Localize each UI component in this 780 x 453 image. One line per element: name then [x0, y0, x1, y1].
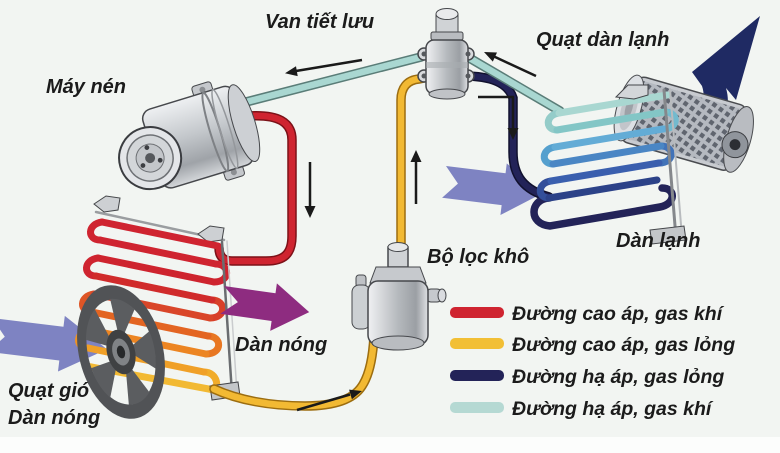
- legend-label-low-gas: Đường hạ áp, gas khí: [512, 398, 714, 420]
- evaporator-coil: [530, 84, 687, 245]
- fan-blade: [85, 309, 110, 346]
- pipe-high-liquid-condenser-to-drier: [210, 332, 378, 410]
- pulley-bolt: [140, 163, 146, 168]
- compressor-ridge: [211, 88, 239, 169]
- condenser-bracket: [93, 195, 121, 213]
- condenser-tube: [92, 272, 216, 304]
- condenser-end-plate: [220, 240, 234, 396]
- condenser-tube: [98, 218, 222, 250]
- fan-blade: [91, 361, 116, 398]
- fan-blade: [126, 368, 150, 405]
- drier-neck-top: [387, 242, 409, 252]
- label-evaporator-fan: Quạt dàn lạnh: [536, 29, 669, 51]
- flow-arrow-elbow-low-liquid: [478, 95, 515, 128]
- drier-body: [367, 280, 429, 346]
- legend-swatch-low-gas: [450, 402, 504, 413]
- condenser-end-plate-highlight: [226, 240, 238, 394]
- label-evaporator: Dàn lạnh: [616, 230, 700, 252]
- expansion-valve: [417, 8, 475, 100]
- condenser-tube: [94, 254, 218, 286]
- legend-label-high-gas: Đường cao áp, gas khí: [512, 303, 725, 325]
- pulley-bolt: [144, 145, 150, 150]
- flow-arrowhead: [285, 66, 298, 77]
- legend-swatch-low-liquid: [450, 370, 504, 381]
- condenser-air-in-arrow: [0, 315, 108, 372]
- flow-arrowhead: [410, 150, 422, 162]
- flow-arrowhead: [349, 389, 362, 400]
- condenser-air-out-arrow-shape: [220, 283, 310, 331]
- legend-label-low-liquid: Đường hạ áp, gas lỏng: [512, 366, 724, 388]
- valve-cap: [435, 8, 459, 20]
- evaporator-tube: [555, 91, 671, 117]
- label-compressor: Máy nén: [46, 76, 126, 98]
- drier-bottom: [371, 335, 425, 351]
- flow-arrowhead: [304, 206, 316, 218]
- label-condenser-fan-2: Dàn nóng: [8, 407, 100, 429]
- compressor-bracket-hole: [230, 169, 237, 176]
- fan-blade: [132, 331, 156, 369]
- flow-arrows: [285, 52, 537, 412]
- fan-blade: [110, 298, 135, 334]
- fan-blades: [85, 298, 156, 405]
- label-expansion-valve: Van tiết lưu: [265, 11, 374, 33]
- legend-label-high-liquid: Đường cao áp, gas lỏng: [512, 334, 735, 356]
- evaporator-end-plate: [662, 88, 678, 240]
- valve-band: [426, 62, 468, 68]
- pulley-center: [145, 153, 156, 164]
- pipe-low-gas-valve-to-compressor: [242, 53, 425, 106]
- receiver-drier: [351, 242, 447, 351]
- drier-shoulder: [369, 266, 427, 284]
- flow-arrow-to-drier: [296, 393, 351, 412]
- flow-arrow-to-compressor: [295, 58, 363, 73]
- evaporator-tube: [547, 159, 663, 185]
- evaporator-tube: [553, 108, 669, 134]
- blower-motor-center: [729, 139, 741, 151]
- valve-port-center: [421, 51, 427, 57]
- pipe-low-gas-evap-to-valve: [462, 52, 564, 115]
- valve-port-center: [465, 73, 471, 79]
- fan-hub-center: [116, 345, 126, 359]
- condenser-air-in-arrow-shape: [0, 315, 108, 372]
- evaporator-tube: [549, 142, 665, 168]
- evaporator-tube: [551, 125, 667, 151]
- evaporator-tube: [545, 176, 661, 202]
- flow-arrow-to-valve: [492, 54, 537, 78]
- flow-arrowhead: [484, 52, 497, 62]
- condenser-tube: [96, 236, 220, 268]
- compressor: [118, 81, 261, 191]
- pulley-bolt: [157, 157, 163, 163]
- background-bottom-strip: [0, 437, 780, 453]
- condenser-air-out-arrow: [220, 283, 310, 331]
- valve-bottom: [428, 88, 466, 100]
- valve-port-center: [421, 73, 427, 79]
- condenser-fan: [77, 285, 165, 419]
- label-condenser-fan-1: Quạt gió: [8, 380, 89, 402]
- label-condenser: Dàn nóng: [235, 334, 327, 356]
- fan-rim: [77, 285, 165, 419]
- label-dry-filter: Bộ lọc khô: [427, 246, 529, 268]
- pipe-low-liquid: [459, 72, 553, 201]
- evaporator-foot: [649, 225, 687, 245]
- legend-swatch-high-liquid: [450, 338, 504, 349]
- flow-arrowhead: [507, 128, 519, 140]
- compressor-bracket-hole: [199, 86, 206, 93]
- legend: Đường cao áp, gas khí Đường cao áp, gas …: [450, 303, 735, 420]
- legend-swatch-high-gas: [450, 307, 504, 318]
- valve-port-center: [465, 51, 471, 57]
- drier-outlet-cap: [437, 288, 447, 303]
- compressor-end-cap: [227, 84, 261, 162]
- valve-collar: [430, 31, 464, 41]
- evaporator-bracket: [614, 84, 649, 100]
- evaporator-end-plate-highlight: [669, 88, 683, 238]
